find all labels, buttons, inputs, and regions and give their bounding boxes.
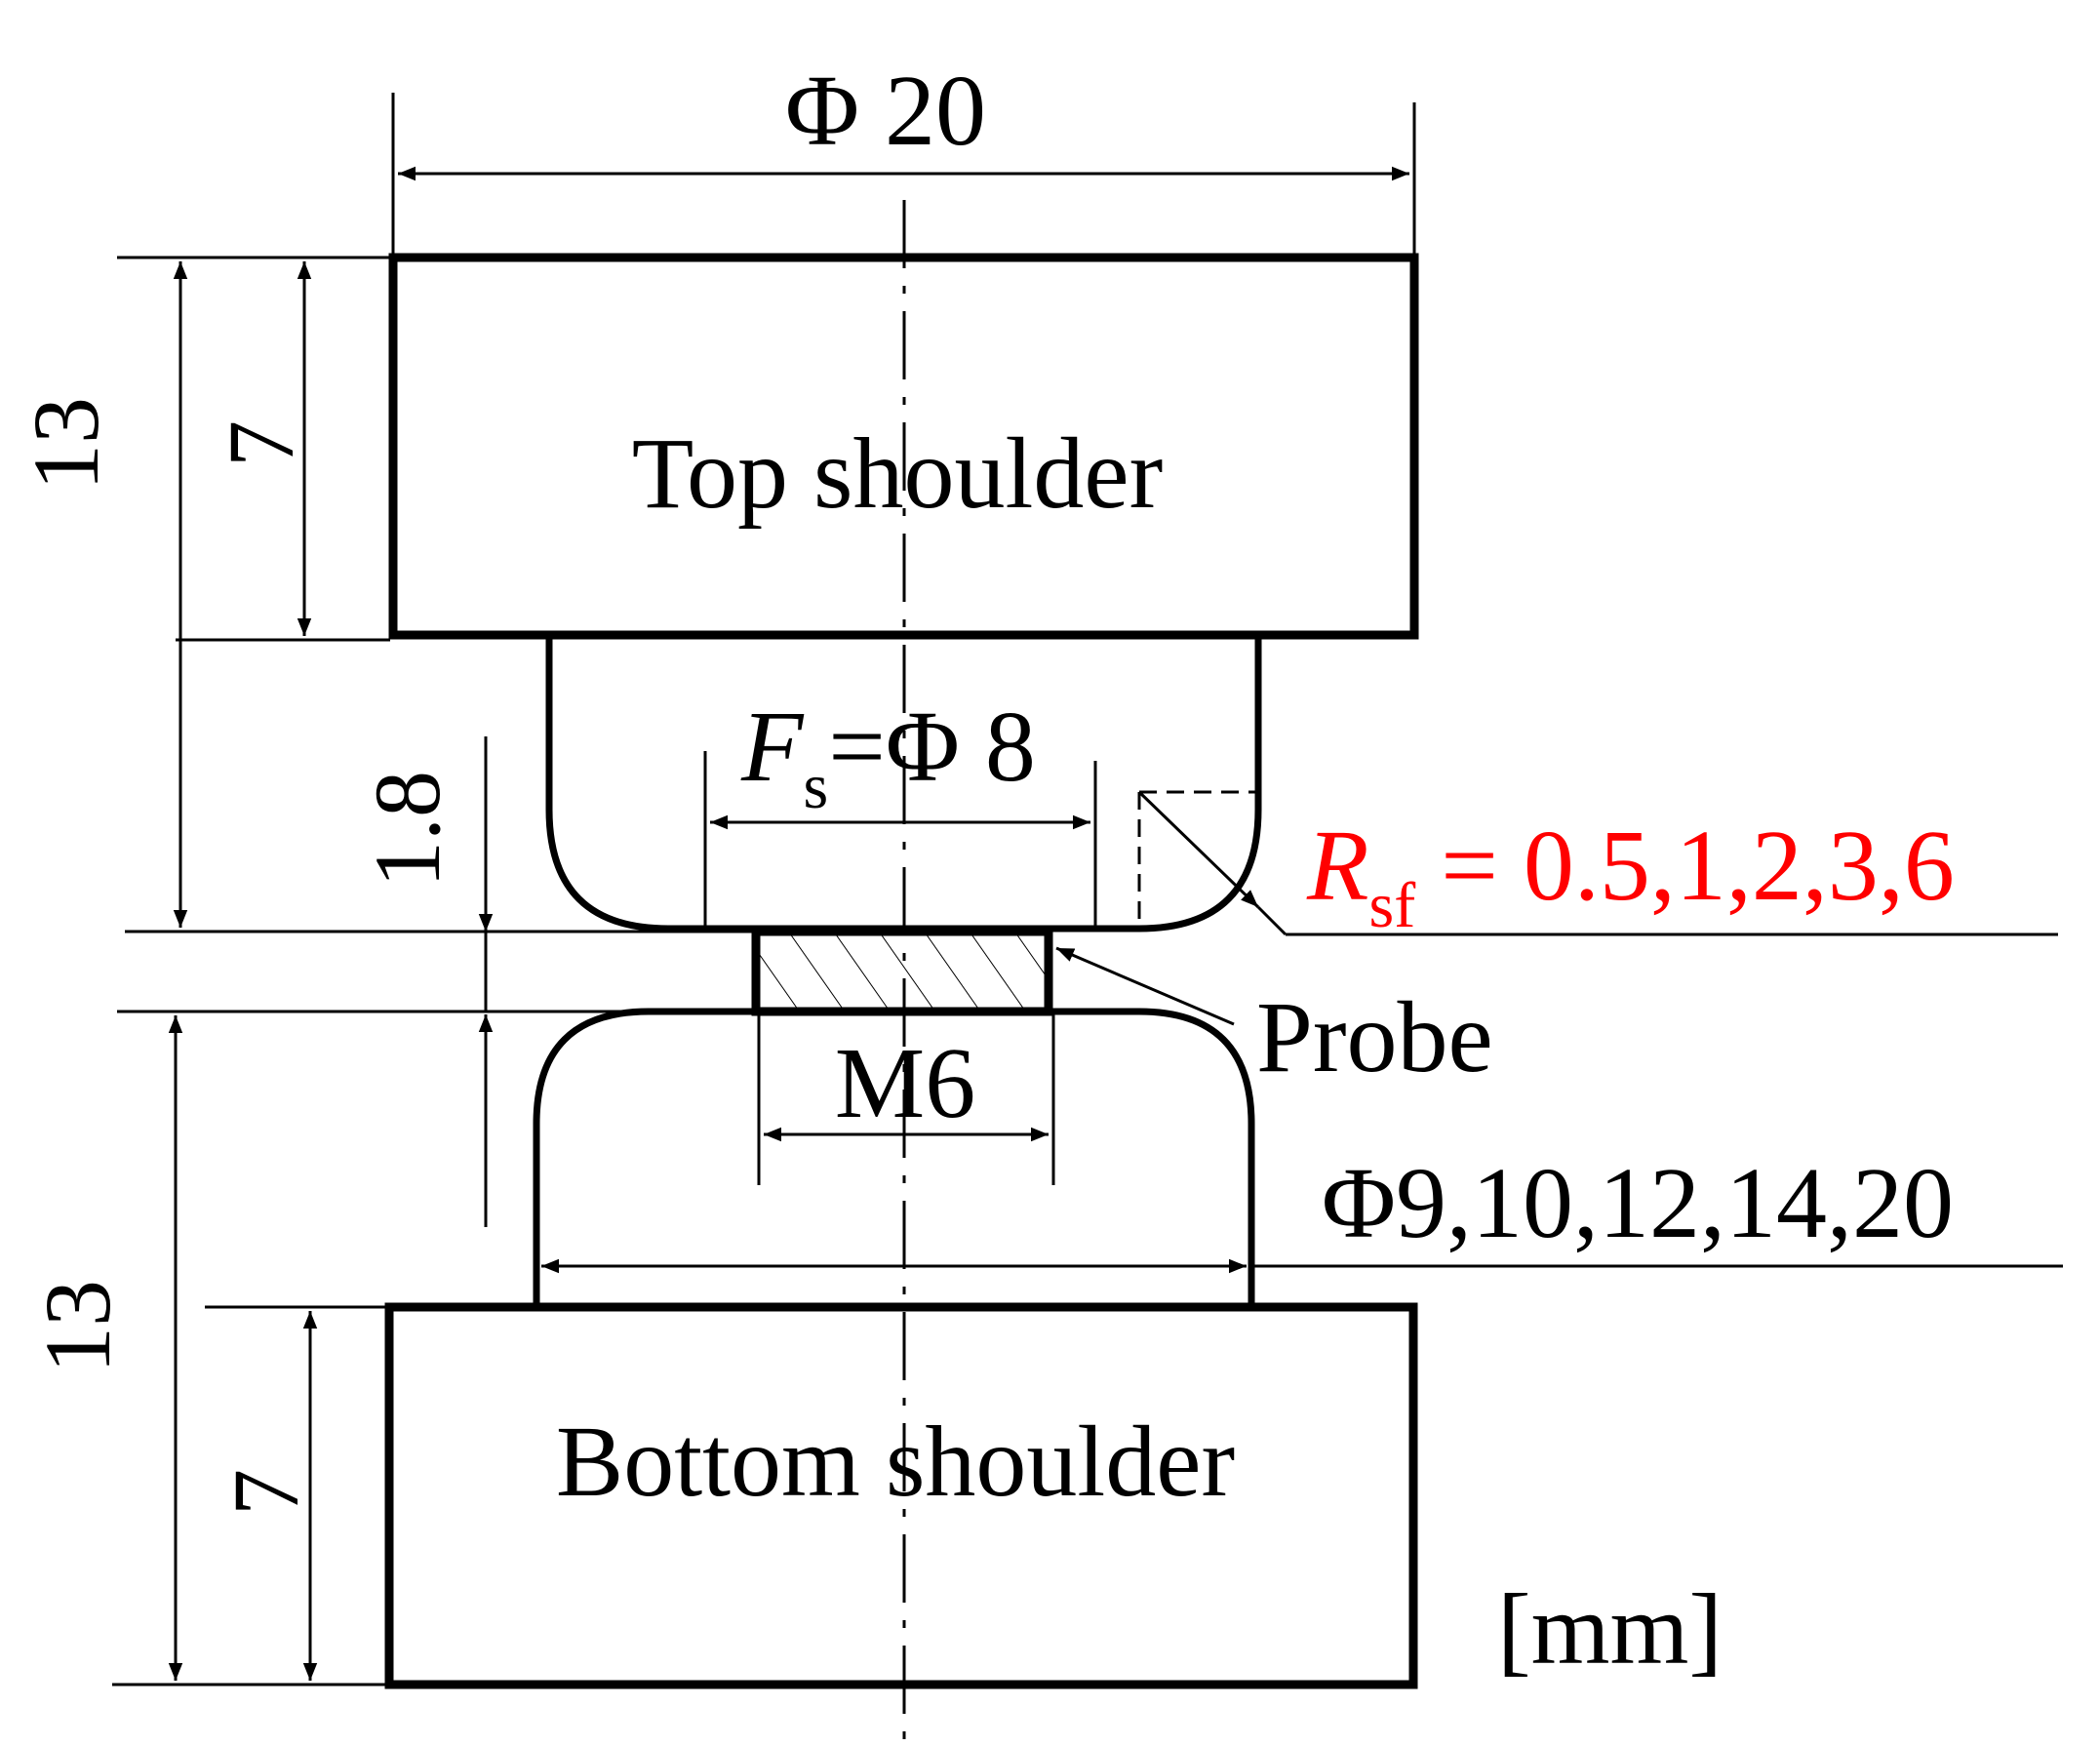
- probe-thread-label: M6: [835, 1027, 975, 1139]
- bottom-shoulder-block: [384, 1302, 1418, 1689]
- bottom-shoulder-height-label: 7: [214, 1469, 318, 1516]
- pin-face-diameter-dimension: [703, 751, 1097, 932]
- top-height-dimensions: [117, 256, 756, 933]
- probe-label: Probe: [1256, 981, 1493, 1093]
- overall-diameter-label: Φ 20: [785, 55, 986, 167]
- probe-leader: [1055, 946, 1235, 1026]
- pin-face-diameter-label: Fs=Φ 8: [740, 691, 1036, 822]
- bottom-height-dimensions: [112, 1010, 756, 1686]
- bottom-pin-diameters-label: Φ9,10,12,14,20: [1322, 1147, 1954, 1259]
- gap-label: 1.8: [355, 771, 459, 888]
- bottom-pin-body: [533, 1008, 1255, 1304]
- top-shoulder-height-label: 7: [209, 420, 313, 467]
- unit-label: [mm]: [1497, 1573, 1723, 1686]
- radius-label: Rsf = 0.5,1,2,3,6: [1306, 810, 1955, 941]
- top-shoulder-block: [388, 253, 1419, 640]
- top-shoulder-label: Top shoulder: [632, 417, 1163, 530]
- bottom-shoulder-label: Bottom shoulder: [556, 1406, 1235, 1518]
- bottom-total-height-label: 13: [25, 1280, 130, 1373]
- top-total-height-label: 13: [14, 397, 118, 491]
- probe-thread-dimension: [757, 1012, 1055, 1185]
- radius-annotation: [1137, 790, 2058, 936]
- overall-diameter-dimension: [391, 93, 1416, 254]
- probe-hatch: [756, 932, 1049, 1012]
